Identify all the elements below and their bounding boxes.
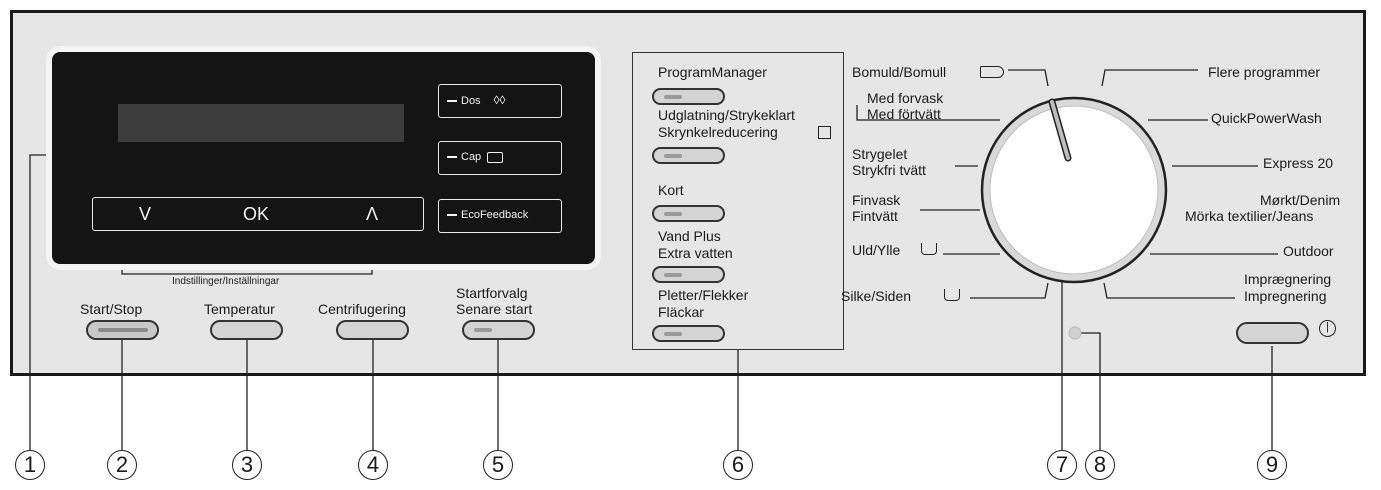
morka-textilier-label: Mörka textilier/Jeans xyxy=(1185,208,1314,224)
display-panel xyxy=(52,52,595,264)
cotton-icon xyxy=(980,66,1004,78)
callout-1: 1 xyxy=(15,450,45,480)
fintvatt-label: Fintvätt xyxy=(852,208,898,224)
vand-plus-button[interactable] xyxy=(652,266,725,283)
start-stop-label: Start/Stop xyxy=(80,301,143,317)
program-manager-button[interactable] xyxy=(652,88,725,105)
ecofeedback-label: EcoFeedback xyxy=(461,209,529,221)
silk-tub-icon xyxy=(944,289,960,301)
senare-start-label: Senare start xyxy=(456,301,533,317)
program-manager-label: ProgramManager xyxy=(658,64,767,80)
callout-5: 5 xyxy=(483,450,513,480)
finvask-label: Finvask xyxy=(852,192,901,208)
start-stop-button[interactable] xyxy=(86,320,159,340)
callout-8: 8 xyxy=(1085,450,1115,480)
dos-label: Dos xyxy=(461,95,481,107)
strykfri-label: Strykfri tvätt xyxy=(852,162,926,178)
extra-vatten-label: Extra vatten xyxy=(658,245,733,261)
display-screen xyxy=(118,104,404,142)
pletter-label: Pletter/Flekker xyxy=(658,287,749,303)
startforvalg-label: Startforvalg xyxy=(456,285,528,301)
pletter-button[interactable] xyxy=(652,325,725,342)
quickpowerwash-label: QuickPowerWash xyxy=(1211,110,1322,126)
flere-programmer-label: Flere programmer xyxy=(1208,64,1321,80)
outdoor-label: Outdoor xyxy=(1283,243,1334,259)
callout-4: 4 xyxy=(358,450,388,480)
power-button[interactable] xyxy=(1236,322,1309,344)
callout-2: 2 xyxy=(107,450,137,480)
arrow-up-button[interactable]: Λ xyxy=(366,204,379,224)
med-forvask-label: Med forvask xyxy=(867,90,944,106)
kort-label: Kort xyxy=(658,182,684,198)
iron-icon xyxy=(818,126,831,139)
program-selector-dial[interactable] xyxy=(990,106,1158,274)
vand-plus-label: Vand Plus xyxy=(658,228,721,244)
callout-9: 9 xyxy=(1257,450,1287,480)
express-20-label: Express 20 xyxy=(1263,155,1334,171)
strygelet-label: Strygelet xyxy=(852,146,908,162)
droplet-icon: ◊◊ xyxy=(493,93,506,107)
navigation-bar: V OK Λ xyxy=(92,197,424,231)
skrynkelreducering-label: Skrynkelreducering xyxy=(658,124,778,140)
dos-button[interactable]: Dos ◊◊ xyxy=(438,84,562,118)
centrifugering-label: Centrifugering xyxy=(318,301,406,317)
arrow-down-button[interactable]: V xyxy=(139,204,152,224)
impregnering-label: Impregnering xyxy=(1244,288,1327,304)
temperatur-label: Temperatur xyxy=(204,301,275,317)
med-fortvatt-label: Med förtvätt xyxy=(867,106,941,122)
program-options-box xyxy=(632,52,844,350)
startforvalg-button[interactable] xyxy=(462,320,535,340)
settings-label: Indstillinger/Inställningar xyxy=(172,276,280,287)
ecofeedback-button[interactable]: EcoFeedback xyxy=(438,199,562,233)
power-icon: | xyxy=(1319,320,1336,337)
flackar-label: Fläckar xyxy=(658,304,704,320)
indicator-lamp xyxy=(1069,327,1081,339)
kort-button[interactable] xyxy=(652,205,725,222)
capsule-icon xyxy=(487,151,504,163)
morkt-denim-label: Mørkt/Denim xyxy=(1260,192,1341,208)
centrifugering-button[interactable] xyxy=(336,320,409,340)
silke-label: Silke/Siden xyxy=(841,288,912,304)
temperatur-button[interactable] xyxy=(210,320,283,340)
callout-6: 6 xyxy=(723,450,753,480)
callout-3: 3 xyxy=(232,450,262,480)
cap-button[interactable]: Cap xyxy=(438,141,562,175)
cap-label: Cap xyxy=(461,151,482,163)
wool-tub-icon xyxy=(921,243,937,255)
ok-button[interactable]: OK xyxy=(243,204,270,224)
udglatning-button[interactable] xyxy=(652,147,725,164)
bomuld-label: Bomuld/Bomull xyxy=(852,64,947,80)
uld-label: Uld/Ylle xyxy=(852,242,901,258)
impraegnering-label: Imprægnering xyxy=(1244,271,1332,287)
callout-7: 7 xyxy=(1047,450,1077,480)
udglatning-label: Udglatning/Strykeklart xyxy=(658,107,795,123)
